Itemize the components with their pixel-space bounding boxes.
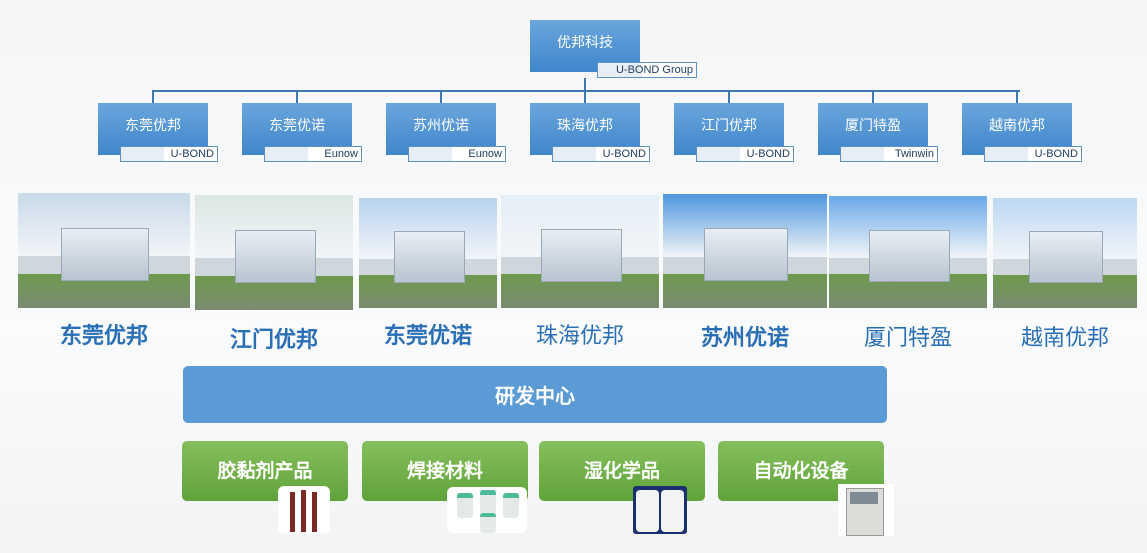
subsidiary-tag: Eunow	[264, 146, 362, 162]
subsidiary-name: 东莞优邦	[125, 118, 181, 134]
connector	[584, 78, 586, 91]
site-photo	[501, 195, 659, 308]
adhesive-syringes-image	[278, 486, 330, 534]
site-caption: 东莞优邦	[59, 324, 148, 349]
site-photo	[195, 195, 353, 310]
connector	[440, 90, 442, 104]
connector	[152, 90, 154, 104]
site-caption: 江门优邦	[229, 328, 318, 353]
site-caption: 苏州优诺	[700, 326, 789, 351]
solder-jars-image	[447, 487, 527, 533]
site-photo	[829, 196, 987, 308]
product-adhesives: 胶黏剂产品	[182, 441, 348, 501]
connector	[584, 90, 586, 104]
subsidiary-tag: U-BOND	[120, 146, 218, 162]
site-caption: 珠海优邦	[535, 324, 624, 349]
connector	[728, 90, 730, 104]
subsidiary-name: 东莞优诺	[269, 118, 325, 134]
connector	[296, 90, 298, 104]
rd-center-label: 研发中心	[495, 384, 575, 408]
site-photo	[359, 198, 497, 308]
product-label: 胶黏剂产品	[217, 459, 313, 482]
root-node: 优邦科技	[530, 20, 640, 72]
product-label: 湿化学品	[583, 459, 660, 482]
subsidiary-name: 江门优邦	[701, 118, 757, 134]
chemical-drums-image	[633, 486, 687, 534]
subsidiary-name: 苏州优诺	[413, 118, 469, 134]
subsidiary-name: 珠海优邦	[557, 118, 613, 134]
site-photo	[663, 194, 827, 308]
subsidiary-name: 越南优邦	[989, 118, 1045, 134]
subsidiary-tag: Twinwin	[840, 146, 938, 162]
connector	[872, 90, 874, 104]
automation-machine-image	[838, 484, 894, 536]
connector	[1016, 90, 1018, 104]
site-caption: 厦门特盈	[863, 326, 952, 351]
root-tag: U-BOND Group	[597, 62, 697, 78]
site-photo	[18, 193, 190, 308]
connector	[152, 90, 1020, 92]
site-caption: 东莞优诺	[383, 324, 472, 349]
product-label: 自动化设备	[753, 459, 849, 482]
product-label: 焊接材料	[406, 459, 483, 482]
subsidiary-tag: U-BOND	[696, 146, 794, 162]
rd-center: 研发中心	[183, 366, 887, 423]
site-caption: 越南优邦	[1020, 326, 1109, 351]
subsidiary-tag: U-BOND	[984, 146, 1082, 162]
root-name: 优邦科技	[557, 35, 613, 51]
subsidiary-tag: Eunow	[408, 146, 506, 162]
site-photo	[993, 198, 1137, 308]
subsidiary-tag: U-BOND	[552, 146, 650, 162]
subsidiary-name: 厦门特盈	[845, 118, 901, 134]
